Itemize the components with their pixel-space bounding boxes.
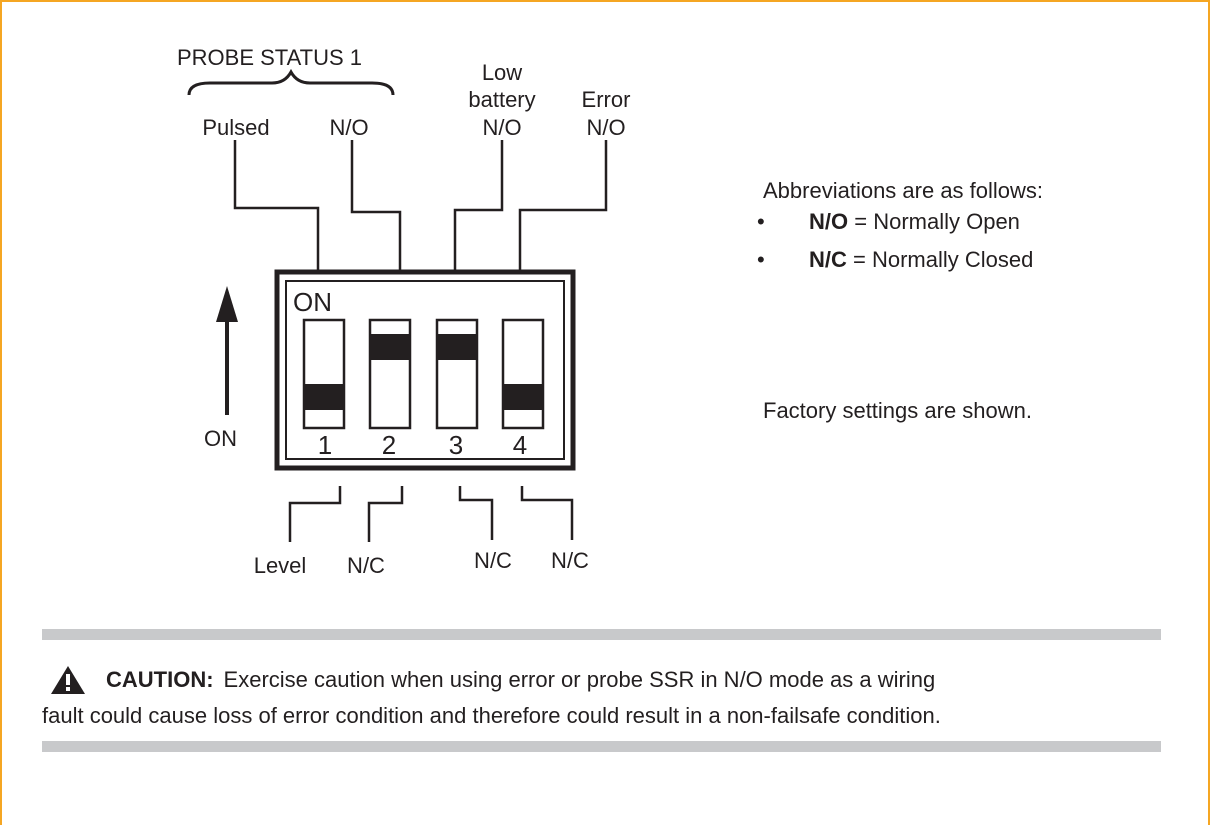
divider-top (42, 629, 1161, 640)
switch-slider-2 (370, 334, 410, 360)
abbreviation-separator: = (848, 209, 874, 234)
abbreviation-term: N/O (809, 209, 849, 234)
switch-number-3: 3 (448, 430, 464, 460)
abbreviation-item-nc: • N/C = Normally Closed (757, 248, 1033, 272)
bullet-icon: • (757, 209, 765, 234)
nc-label-switch3: N/C (474, 548, 512, 573)
leader-line-error (518, 140, 608, 270)
probe-status-brace (187, 68, 395, 96)
abbreviation-term: N/C (809, 247, 847, 272)
abbreviation-meaning: Normally Open (873, 209, 1020, 234)
leader-line-pulsed (233, 140, 320, 270)
panel-on-label: ON (293, 287, 332, 317)
pulsed-label: Pulsed (202, 115, 270, 140)
factory-settings-note: Factory settings are shown. (763, 398, 1033, 423)
dip-switch-inner-border (285, 280, 565, 460)
no-label-switch3: N/O (482, 115, 522, 140)
abbreviation-item-no: • N/O = Normally Open (757, 210, 1020, 234)
switch-slot-4 (501, 318, 545, 430)
no-label-switch2: N/O (329, 115, 369, 140)
bullet-icon: • (757, 247, 765, 272)
leader-line-nc-3 (458, 486, 494, 540)
switch-slider-4 (503, 384, 543, 410)
switch-number-1: 1 (317, 430, 333, 460)
leader-line-low-battery (453, 140, 504, 270)
no-label-switch4: N/O (586, 115, 626, 140)
warning-icon (51, 666, 85, 694)
level-label: Level (253, 553, 307, 578)
on-arrow-head (216, 286, 238, 322)
leader-line-no-2 (350, 140, 402, 270)
error-label: Error (581, 87, 631, 112)
battery-label: battery (468, 87, 536, 112)
switch-number-2: 2 (381, 430, 397, 460)
probe-status-label: PROBE STATUS 1 (177, 45, 363, 70)
abbreviation-meaning: Normally Closed (871, 247, 1034, 272)
leader-line-nc-4 (520, 486, 574, 540)
nc-label-switch2: N/C (347, 553, 385, 578)
caution-text-line1: Exercise caution when using error or pro… (223, 667, 936, 692)
caution-notice: CAUTION: Exercise caution when using err… (42, 662, 1162, 734)
caution-text-line2: fault could cause loss of error conditio… (42, 703, 941, 728)
switch-slider-3 (437, 334, 477, 360)
switch-slot-1 (302, 318, 346, 430)
abbreviation-separator: = (846, 247, 872, 272)
leader-line-nc-2 (367, 486, 404, 542)
switch-slider-1 (304, 384, 344, 410)
on-arrow-label: ON (204, 426, 237, 451)
nc-label-switch4: N/C (551, 548, 589, 573)
low-label: Low (481, 60, 523, 85)
caution-label: CAUTION: (106, 667, 214, 692)
abbreviations-heading: Abbreviations are as follows: (763, 178, 1044, 203)
leader-line-level (288, 486, 342, 542)
divider-bottom (42, 741, 1161, 752)
switch-number-4: 4 (512, 430, 528, 460)
